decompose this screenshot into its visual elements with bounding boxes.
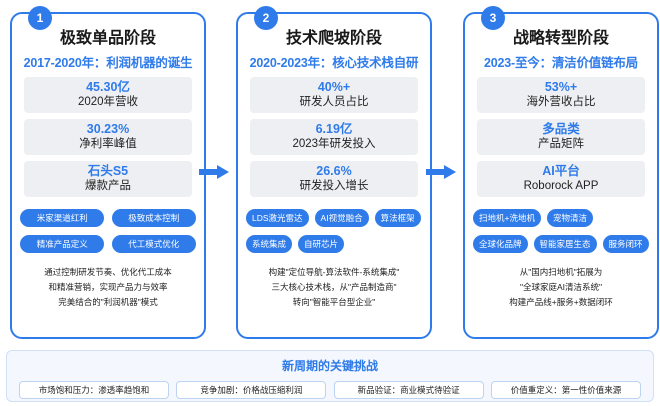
tag-pill: 代工模式优化 (111, 235, 196, 253)
description-line: 构建"定位导航-算法软件-系统集成" (268, 267, 400, 277)
stage-number-badge: 3 (481, 6, 505, 30)
metric-label: 海外营收占比 (526, 96, 596, 108)
description-line: 转向"智能平台型企业" (292, 297, 376, 307)
metric-value: 26.6% (316, 164, 352, 178)
description-line: "全球家庭AI清洁系统" (519, 282, 603, 292)
stage-subtitle: 2017-2020年：利润机器的诞生 (23, 56, 193, 70)
challenges-title: 新周期的关键挑战 (281, 359, 378, 373)
challenges-row: 市场饱和压力：渗透率趋饱和 竞争加剧：价格战压缩利润 新品验证：商业模式待验证 … (19, 381, 641, 399)
challenge-item: 竞争加剧：价格战压缩利润 (176, 381, 327, 399)
tag-pill: 扫地机+洗地机 (473, 209, 541, 227)
stage-card-3: 3 战略转型阶段 2023-至今：清洁价值链布局 53%+ 海外营收占比 多品类… (463, 6, 659, 339)
stage-subtitle: 2020-2023年：核心技术栈自研 (249, 56, 419, 70)
stage-number-badge: 1 (28, 6, 52, 30)
description-line: 构建产品线+服务+数据闭环 (509, 297, 613, 307)
metric-box: 40%+ 研发人员占比 (250, 77, 418, 113)
metric-label: 2023年研发投入 (292, 138, 376, 150)
metric-box: 45.30亿 2020年营收 (24, 77, 192, 113)
stage-number-badge: 2 (254, 6, 278, 30)
metric-value: 45.30亿 (86, 80, 130, 94)
metric-box: 石头S5 爆款产品 (24, 161, 192, 197)
description-line: 从"国内扫地机"拓展为 (519, 267, 603, 277)
metric-label: 研发投入增长 (299, 180, 369, 192)
metric-label: 净利率峰值 (79, 138, 137, 150)
metric-box: 26.6% 研发投入增长 (250, 161, 418, 197)
arrow-right-icon (199, 165, 229, 179)
tag-pill: 宠物清洁 (546, 209, 593, 227)
metric-label: 研发人员占比 (299, 96, 369, 108)
stage-subtitle: 2023-至今：清洁价值链布局 (484, 56, 638, 70)
metric-value: 53%+ (544, 80, 578, 94)
stage-description: 通过控制研发节奏、优化代工成本 和精准营销，实现产品力与效率 完美结合的"利润机… (22, 265, 194, 310)
tag-pill: 算法框架 (374, 209, 421, 227)
description-line: 通过控制研发节奏、优化代工成本 (44, 267, 172, 277)
metric-box: AI平台 Roborock APP (477, 161, 645, 197)
tag-group: LDS激光雷达 AI视觉融合 算法框架 系统集成 自研芯片 (246, 209, 422, 253)
stage-card-1: 1 极致单品阶段 2017-2020年：利润机器的诞生 45.30亿 2020年… (10, 6, 206, 339)
tag-pill: 极致成本控制 (111, 209, 196, 227)
tag-group: 米家渠道红利 极致成本控制 精准产品定义 代工模式优化 (20, 209, 196, 253)
challenge-item: 市场饱和压力：渗透率趋饱和 (19, 381, 169, 399)
tag-pill: 精准产品定义 (20, 235, 105, 253)
challenge-item: 新品验证：商业模式待验证 (333, 381, 484, 399)
metric-value: AI平台 (542, 164, 580, 178)
arrow-right-icon (426, 165, 456, 179)
challenges-panel: 新周期的关键挑战 市场饱和压力：渗透率趋饱和 竞争加剧：价格战压缩利润 新品验证… (6, 350, 654, 402)
metric-label: 2020年营收 (77, 96, 139, 108)
tag-pill: 服务闭环 (602, 235, 649, 253)
stage-title: 战略转型阶段 (512, 30, 609, 47)
metric-label: 爆款产品 (85, 180, 131, 192)
metric-value: 石头S5 (87, 164, 129, 178)
description-line: 和精准营销，实现产品力与效率 (48, 282, 168, 292)
metric-box: 6.19亿 2023年研发投入 (250, 119, 418, 155)
tag-pill: 全球化品牌 (473, 235, 528, 253)
tag-pill: 自研芯片 (298, 235, 345, 253)
stage-description: 从"国内扫地机"拓展为 "全球家庭AI清洁系统" 构建产品线+服务+数据闭环 (475, 265, 647, 310)
stage-title: 技术爬坡阶段 (285, 30, 382, 47)
metric-label: Roborock APP (523, 180, 599, 192)
stage-description: 构建"定位导航-算法软件-系统集成" 三大核心技术栈，从"产品制造商" 转向"智… (248, 265, 420, 310)
tag-pill: 智能家居生态 (533, 235, 597, 253)
metric-box: 多品类 产品矩阵 (477, 119, 645, 155)
description-line: 完美结合的"利润机器"模式 (58, 297, 158, 307)
metric-box: 53%+ 海外营收占比 (477, 77, 645, 113)
tag-pill: LDS激光雷达 (246, 209, 309, 227)
stage-card-2: 2 技术爬坡阶段 2020-2023年：核心技术栈自研 40%+ 研发人员占比 … (236, 6, 432, 339)
metric-box: 30.23% 净利率峰值 (24, 119, 192, 155)
challenge-item: 价值重定义：第一性价值来源 (490, 381, 641, 399)
tag-pill: AI视觉融合 (314, 209, 369, 227)
metric-value: 40%+ (317, 80, 351, 94)
stage-title: 极致单品阶段 (59, 30, 156, 47)
tag-group: 扫地机+洗地机 宠物清洁 全球化品牌 智能家居生态 服务闭环 (473, 209, 649, 253)
metric-value: 多品类 (542, 122, 580, 136)
tag-pill: 系统集成 (246, 235, 293, 253)
metric-value: 30.23% (86, 122, 130, 136)
tag-pill: 米家渠道红利 (20, 209, 105, 227)
description-line: 三大核心技术栈，从"产品制造商" (271, 282, 397, 292)
metric-value: 6.19亿 (315, 122, 353, 136)
metric-label: 产品矩阵 (538, 138, 584, 150)
